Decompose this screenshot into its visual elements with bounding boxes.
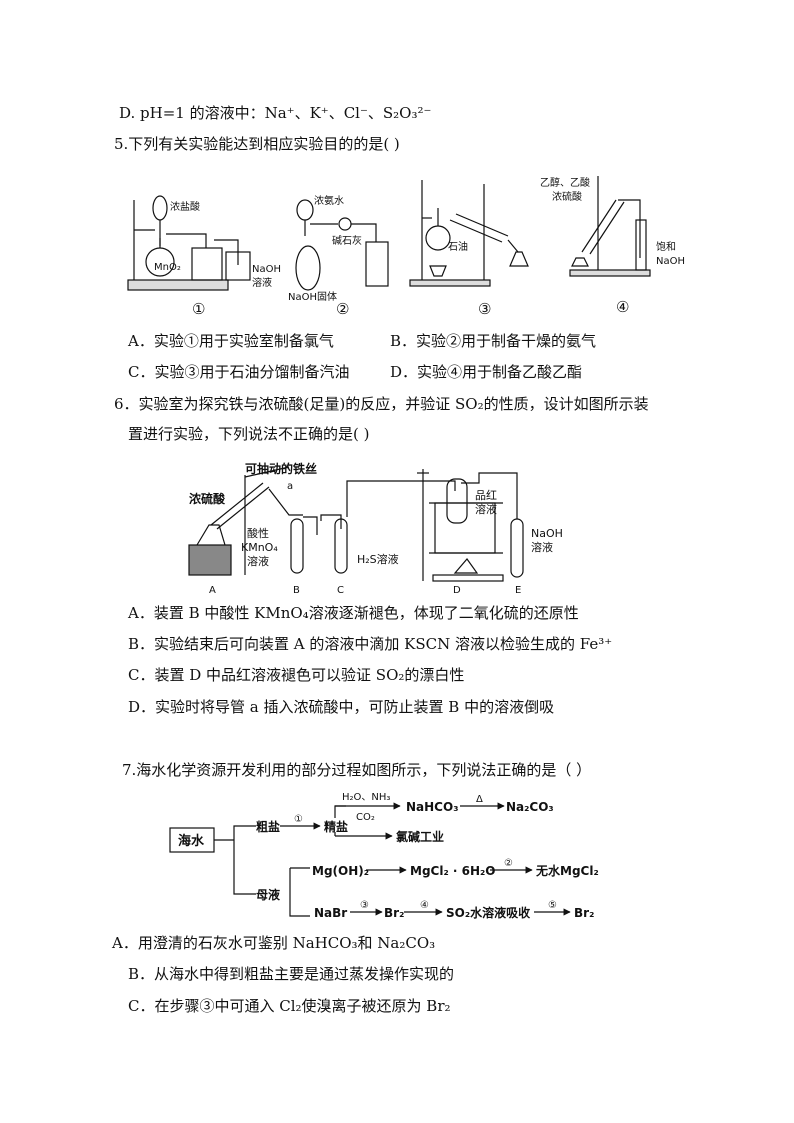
fig7-mgcl2-hydrate: MgCl₂ · 6H₂O <box>410 864 495 878</box>
q5-option-c: C．实验③用于石油分馏制备汽油 <box>128 363 350 381</box>
fig5-label-petroleum: 石油 <box>448 240 468 253</box>
fig6-label-kmno-1: 酸性 <box>247 526 269 540</box>
q6-option-b: B．实验结束后可向装置 A 的溶液中滴加 KSCN 溶液以检验生成的 Fe³⁺ <box>128 635 613 653</box>
fig5-label-naoh: NaOH <box>252 264 281 275</box>
fig6-label-B: B <box>293 585 300 595</box>
fig7-so2-absorb: SO₂水溶液吸收 <box>446 905 530 920</box>
q7-option-b: B．从海水中得到粗盐主要是通过蒸发操作实现的 <box>128 965 455 983</box>
q5-option-b: B．实验②用于制备干燥的氨气 <box>390 332 597 350</box>
fig5-label-saturated: 饱和 <box>656 241 676 253</box>
fig6-label-naoh-1: NaOH <box>531 527 563 540</box>
fig7-anhydrous-mgcl2: 无水MgCl₂ <box>535 863 599 878</box>
fig5-label-ethanol-acid: 乙醇、乙酸 <box>540 176 590 189</box>
q4-option-d: D. pH=1 的溶液中：Na⁺、K⁺、Cl⁻、S₂O₃²⁻ <box>119 104 432 122</box>
fig7-step2: ② <box>504 858 513 869</box>
q6-option-c: C．装置 D 中品红溶液褪色可以验证 SO₂的漂白性 <box>128 666 465 684</box>
fig7-heat: Δ <box>476 794 483 805</box>
fig7-h2o-nh3: H₂O、NH₃ <box>342 792 390 803</box>
fig5-num-2: ② <box>336 300 349 318</box>
fig5-num-1: ① <box>192 300 205 318</box>
q5-option-a: A．实验①用于实验室制备氯气 <box>128 332 334 350</box>
q7-option-a: A．用澄清的石灰水可鉴别 NaHCO₃和 Na₂CO₃ <box>112 934 436 952</box>
fig7-step1: ① <box>294 814 303 825</box>
fig5-label-h2so4: 浓硫酸 <box>552 190 582 203</box>
fig6-label-A: A <box>209 585 216 595</box>
fig6-label-kmno-2: KMnO₄ <box>241 541 278 554</box>
fig5-label-mno2: MnO₂ <box>154 262 181 273</box>
q6-option-d: D．实验时将导管 a 插入浓硫酸中，可防止装置 B 中的溶液倒吸 <box>128 698 555 716</box>
fig6-label-kmno-3: 溶液 <box>247 554 269 568</box>
fig5-num-3: ③ <box>478 300 491 318</box>
fig7-na2co3: Na₂CO₃ <box>506 800 554 814</box>
fig7-chlor-alkali: 氯碱工业 <box>396 829 444 844</box>
fig5-label-solution: 溶液 <box>252 276 272 289</box>
q7-option-c: C．在步骤③中可通入 Cl₂使溴离子被还原为 Br₂ <box>128 997 451 1015</box>
fig6-label-C: C <box>337 585 344 595</box>
fig6-label-h2s: H₂S溶液 <box>357 552 399 566</box>
fig6-label-wire: 可抽动的铁丝 <box>245 461 317 476</box>
fig7-br2-first: Br₂ <box>384 906 404 920</box>
fig7-co2: CO₂ <box>356 812 375 823</box>
fig5-label-sodalime: 碱石灰 <box>332 234 362 247</box>
fig5-label-naoh4: NaOH <box>656 256 685 267</box>
fig7-crude-salt: 粗盐 <box>256 819 280 834</box>
fig5-label-naoh-solid: NaOH固体 <box>288 291 337 303</box>
q5-option-d: D．实验④用于制备乙酸乙酯 <box>390 363 583 381</box>
q5-apparatus-figure: 浓盐酸 MnO₂ NaOH 溶液 ① 浓氨水 碱石灰 NaOH固体 ② 石油 ③… <box>127 176 685 318</box>
fig7-seawater: 海水 <box>178 833 205 849</box>
q6-option-a: A．装置 B 中酸性 KMnO₄溶液逐渐褪色，体现了二氧化硫的还原性 <box>128 604 579 622</box>
fig7-step5: ⑤ <box>548 900 557 911</box>
fig7-nabr: NaBr <box>314 906 347 920</box>
fig7-step3: ③ <box>360 900 369 911</box>
q6-apparatus-figure: 可抽动的铁丝 浓硫酸 a 酸性 KMnO₄ 溶液 H₂S溶液 品红 溶液 NaO… <box>188 461 563 595</box>
fig6-label-a: a <box>287 481 293 492</box>
q6-stem-line2: 置进行实验，下列说法不正确的是( ) <box>128 425 370 443</box>
fig7-mgoh2: Mg(OH)₂ <box>312 864 369 878</box>
fig6-label-naoh-2: 溶液 <box>531 540 553 554</box>
fig5-label-hcl: 浓盐酸 <box>170 200 200 213</box>
fig5-num-4: ④ <box>616 298 629 316</box>
q7-flow-diagram: 海水 粗盐 ① 精盐 H₂O、NH₃ CO₂ NaHCO₃ Δ Na₂CO₃ 氯… <box>169 792 599 920</box>
fig6-label-D: D <box>453 585 461 595</box>
fig6-label-acid: 浓硫酸 <box>189 491 226 506</box>
q6-stem-line1: 6．实验室为探究铁与浓硫酸(足量)的反应，并验证 SO₂的性质，设计如图所示装 <box>114 395 649 413</box>
fig7-br2-second: Br₂ <box>574 906 594 920</box>
fig6-label-pinhong-1: 品红 <box>475 489 497 502</box>
fig5-label-ammonia: 浓氨水 <box>314 194 344 207</box>
fig6-label-E: E <box>515 585 521 595</box>
q5-stem: 5.下列有关实验能达到相应实验目的的是( ) <box>114 135 400 153</box>
fig7-refined-salt: 精盐 <box>324 819 348 834</box>
fig6-label-pinhong-2: 溶液 <box>475 502 497 516</box>
fig7-step4: ④ <box>420 900 429 911</box>
q7-stem: 7.海水化学资源开发利用的部分过程如图所示，下列说法正确的是（ ） <box>122 761 592 779</box>
fig7-mother-liquor: 母液 <box>256 887 280 902</box>
fig7-nahco3: NaHCO₃ <box>406 800 458 814</box>
